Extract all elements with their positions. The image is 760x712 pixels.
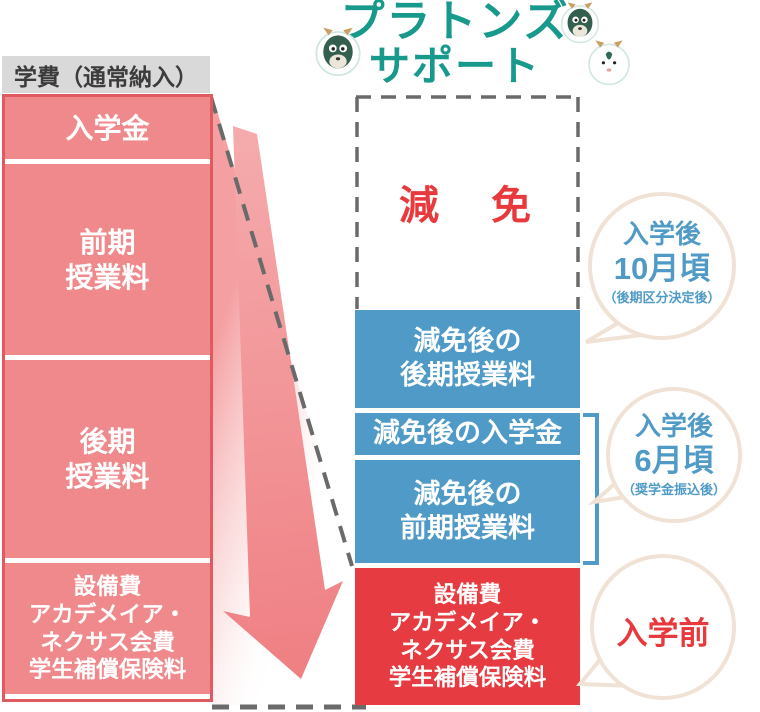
pre-admission-line2: アカデメイア・ [388,609,547,635]
fee-block-second-term-tuition: 後期 授業料 [5,360,210,558]
pre-admission-fees-block: 設備費 アカデメイア・ ネクサス会費 学生補償保険料 [355,568,580,705]
goat-mascot-right-icon [588,40,630,86]
bubble-october-line2: 10月頃 [613,250,711,286]
june-group-bracket [583,413,599,565]
page-title-line1: プラトンズ [340,0,570,46]
bubble-pre-admission-text: 入学前 [593,608,733,653]
fee-block-first-term-tuition: 前期 授業料 [5,164,210,355]
fee-block-facilities-line3: ネクサス会費 [40,629,175,655]
fee-column: 入学金 前期 授業料 後期 授業料 設備費 アカデメイア・ ネクサス会費 学生補… [2,94,213,702]
pre-admission-line4: 学生補償保険料 [388,665,547,691]
fee-column-header-label: 学費（通常納入） [14,63,198,90]
fee-block-facilities-line4: 学生補償保険料 [28,657,187,683]
reduced-admission-label: 減免後の入学金 [373,418,562,449]
fee-block-admission-label: 入学金 [65,112,150,144]
reduced-first-term-line2: 前期授業料 [400,512,535,543]
page-title: プラトンズ サポート [330,0,580,87]
pre-admission-line1: 設備費 [433,582,502,608]
reduced-block-admission: 減免後の入学金 [355,413,580,455]
bubble-october-line1: 入学後 [622,219,701,249]
bubble-june-line3: （奨学金振込後） [621,482,726,498]
bubble-pre-admission-label: 入学前 [616,616,710,651]
reduced-first-term-line1: 減免後の [413,478,522,509]
bubble-june-line2: 6月頃 [634,442,714,478]
goat-mascot-top-right-icon [560,2,600,44]
page-title-line2: サポート [369,43,541,89]
reduced-fee-column: 減免後の 後期授業料 減免後の入学金 減免後の 前期授業料 設備費 アカデメイア… [355,310,580,705]
pre-admission-line3: ネクサス会費 [400,637,535,663]
fee-block-second-term-line1: 後期 [79,426,136,457]
bubble-october-line3: （後期区分決定後） [603,290,721,306]
goat-mascot-left-icon [315,27,361,77]
fee-block-admission: 入学金 [5,97,210,159]
reduced-second-term-line2: 後期授業料 [400,360,535,390]
fee-block-second-term-line2: 授業料 [65,461,150,492]
fee-block-facilities-line2: アカデメイア・ [28,601,187,627]
exemption-label: 減 免 [399,184,537,228]
fee-block-facilities-line1: 設備費 [73,574,142,600]
fee-block-facilities: 設備費 アカデメイア・ ネクサス会費 学生補償保険料 [5,563,210,694]
reduced-block-second-term: 減免後の 後期授業料 [355,310,580,408]
dashed-diagonal-line [209,96,354,567]
fee-block-first-term-line2: 授業料 [65,261,150,293]
reduced-block-first-term: 減免後の 前期授業料 [355,460,580,563]
bubble-june-line1: 入学後 [634,411,713,441]
fee-block-first-term-line1: 前期 [79,226,136,258]
reduction-arrow [223,126,343,679]
reduced-second-term-line1: 減免後の [413,326,522,357]
gradient-wedge [213,97,353,705]
bubble-october-text: 入学後 10月頃 （後期区分決定後） [589,219,735,307]
exemption-area: 減 免 [356,95,580,309]
bubble-june-text: 入学後 6月頃 （奨学金振込後） [606,411,742,499]
fee-column-header: 学費（通常納入） [2,56,210,93]
